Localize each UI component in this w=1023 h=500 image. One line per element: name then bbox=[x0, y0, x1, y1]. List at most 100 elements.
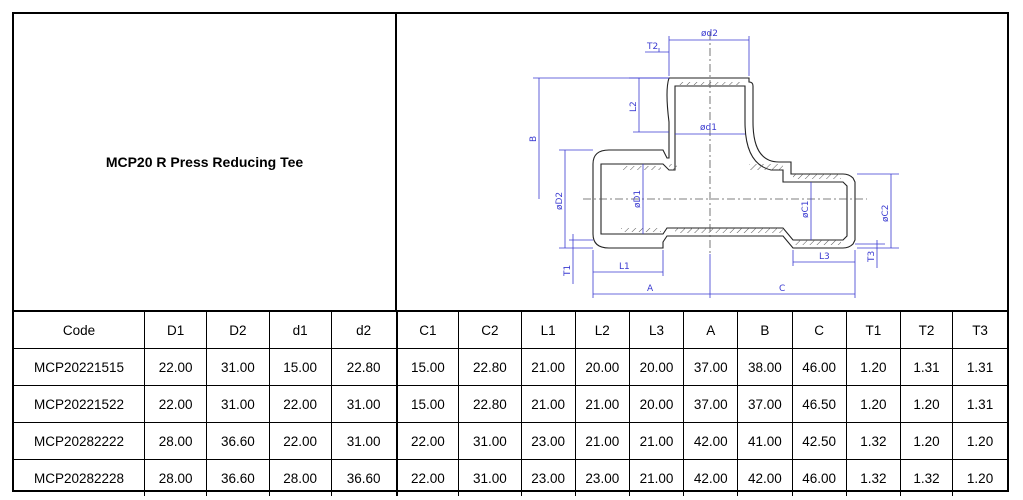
header-T1: T1 bbox=[845, 312, 901, 349]
header-C1: C1 bbox=[395, 312, 460, 349]
cell-value: 21.00 bbox=[574, 422, 630, 460]
header-A: A bbox=[683, 312, 739, 349]
cell-value: 23.00 bbox=[574, 459, 630, 496]
dim-label-b: B bbox=[529, 136, 539, 142]
header-L2: L2 bbox=[574, 312, 630, 349]
cell-value: 46.00 bbox=[791, 459, 847, 496]
cell-value: 31.00 bbox=[330, 385, 398, 423]
cell-value: 15.00 bbox=[395, 348, 460, 386]
cell-value: 1.20 bbox=[899, 385, 954, 423]
cell-value: 20.00 bbox=[628, 385, 685, 423]
cell-value: 37.00 bbox=[683, 385, 739, 423]
cell-value: 1.32 bbox=[845, 422, 901, 460]
header-d1: d1 bbox=[268, 312, 332, 349]
dim-label-l3: L3 bbox=[819, 252, 830, 262]
cell-value: 36.60 bbox=[330, 459, 398, 496]
dim-label-oD1: øD1 bbox=[633, 190, 643, 208]
cell-value: 21.00 bbox=[628, 422, 685, 460]
cell-value: 1.20 bbox=[952, 422, 1007, 460]
header-code: Code bbox=[14, 312, 146, 349]
cell-value: 46.50 bbox=[791, 385, 847, 423]
header-L3: L3 bbox=[628, 312, 685, 349]
center-lines bbox=[583, 32, 867, 254]
cell-value: 42.00 bbox=[683, 422, 739, 460]
cell-value: 1.31 bbox=[952, 385, 1007, 423]
header-section: MCP20 R Press Reducing Tee bbox=[14, 14, 1007, 312]
cell-value: 20.00 bbox=[628, 348, 685, 386]
dim-label-l1: L1 bbox=[619, 262, 630, 272]
cell-value: 31.00 bbox=[206, 385, 270, 423]
dim-label-oC2: øC2 bbox=[881, 204, 891, 222]
cell-value: 22.00 bbox=[144, 348, 208, 386]
cell-value: 22.80 bbox=[458, 385, 522, 423]
dimensions-table: Code D1 D2 d1 d2 C1 C2 L1 L2 L3 A B C T1… bbox=[14, 312, 1007, 496]
cell-value: 21.00 bbox=[574, 385, 630, 423]
cell-value: 31.00 bbox=[330, 422, 398, 460]
cell-value: 22.80 bbox=[458, 348, 522, 386]
cell-value: 37.00 bbox=[737, 385, 793, 423]
cell-value: 28.00 bbox=[144, 459, 208, 496]
cell-value: 1.31 bbox=[952, 348, 1007, 386]
cell-value: 42.00 bbox=[683, 459, 739, 496]
cell-value: 21.00 bbox=[520, 385, 576, 423]
cell-value: 22.80 bbox=[330, 348, 398, 386]
cell-value: 1.32 bbox=[845, 459, 901, 496]
dim-label-oD2: øD2 bbox=[555, 192, 565, 210]
cell-value: 36.60 bbox=[206, 422, 270, 460]
dim-label-od2: ød2 bbox=[701, 29, 718, 39]
cell-value: 22.00 bbox=[395, 459, 460, 496]
cell-value: 23.00 bbox=[520, 459, 576, 496]
cell-value: 31.00 bbox=[458, 422, 522, 460]
cell-value: 41.00 bbox=[737, 422, 793, 460]
dim-label-od1: ød1 bbox=[700, 123, 717, 133]
dim-label-oC1: øC1 bbox=[801, 200, 811, 218]
cell-value: 42.50 bbox=[791, 422, 847, 460]
header-D2: D2 bbox=[206, 312, 270, 349]
header-T2: T2 bbox=[899, 312, 954, 349]
cell-value: 21.00 bbox=[628, 459, 685, 496]
tee-body-outline bbox=[592, 77, 856, 249]
cell-value: 28.00 bbox=[144, 422, 208, 460]
product-title: MCP20 R Press Reducing Tee bbox=[105, 154, 304, 170]
dim-label-a: A bbox=[647, 284, 654, 294]
cell-value: 37.00 bbox=[683, 348, 739, 386]
cell-value: 46.00 bbox=[791, 348, 847, 386]
cell-value: 1.20 bbox=[952, 459, 1007, 496]
header-B: B bbox=[737, 312, 793, 349]
cell-value: 1.20 bbox=[845, 385, 901, 423]
cell-value: 22.00 bbox=[144, 385, 208, 423]
dimension-lines bbox=[533, 36, 899, 298]
cell-value: 1.20 bbox=[899, 422, 954, 460]
cell-code: MCP20221515 bbox=[14, 348, 146, 386]
cell-value: 28.00 bbox=[268, 459, 332, 496]
dim-label-t2: T2 bbox=[646, 42, 658, 52]
header-D1: D1 bbox=[144, 312, 208, 349]
tee-technical-drawing: ød2 T2 L2 ød1 B øD2 øD1 øC1 øC2 T1 L1 A … bbox=[529, 29, 899, 298]
spec-sheet: MCP20 R Press Reducing Tee bbox=[12, 12, 1009, 496]
cell-value: 1.20 bbox=[845, 348, 901, 386]
table-header-row: Code D1 D2 d1 d2 C1 C2 L1 L2 L3 A B C T1… bbox=[14, 312, 1007, 349]
cell-value: 15.00 bbox=[395, 385, 460, 423]
cell-value: 23.00 bbox=[520, 422, 576, 460]
cell-value: 31.00 bbox=[206, 348, 270, 386]
cell-value: 22.00 bbox=[268, 422, 332, 460]
technical-drawing-cell: ød2 T2 L2 ød1 B øD2 øD1 øC1 øC2 T1 L1 A … bbox=[397, 14, 1007, 310]
cell-value: 20.00 bbox=[574, 348, 630, 386]
cell-value: 21.00 bbox=[520, 348, 576, 386]
header-L1: L1 bbox=[520, 312, 576, 349]
dim-label-l2: L2 bbox=[629, 101, 639, 112]
header-C: C bbox=[791, 312, 847, 349]
cell-code: MCP20221522 bbox=[14, 385, 146, 423]
cell-value: 22.00 bbox=[395, 422, 460, 460]
header-C2: C2 bbox=[458, 312, 522, 349]
title-cell: MCP20 R Press Reducing Tee bbox=[14, 14, 397, 310]
dim-label-t1: T1 bbox=[563, 265, 573, 277]
cell-code: MCP20282222 bbox=[14, 422, 146, 460]
cell-value: 38.00 bbox=[737, 348, 793, 386]
cell-value: 36.60 bbox=[206, 459, 270, 496]
